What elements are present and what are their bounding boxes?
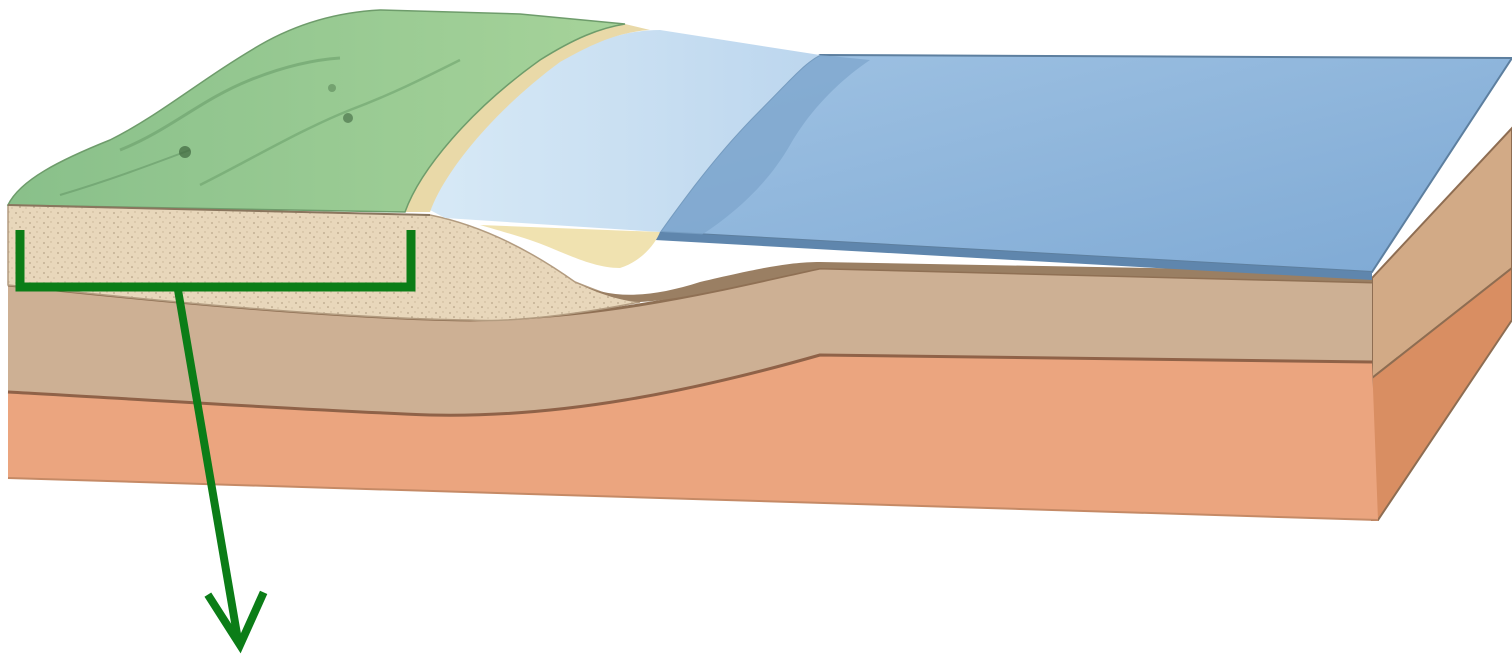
land-dark-spot-1 — [179, 146, 191, 158]
land-dark-spot-3 — [328, 84, 336, 92]
land-dark-spot-2 — [343, 113, 353, 123]
